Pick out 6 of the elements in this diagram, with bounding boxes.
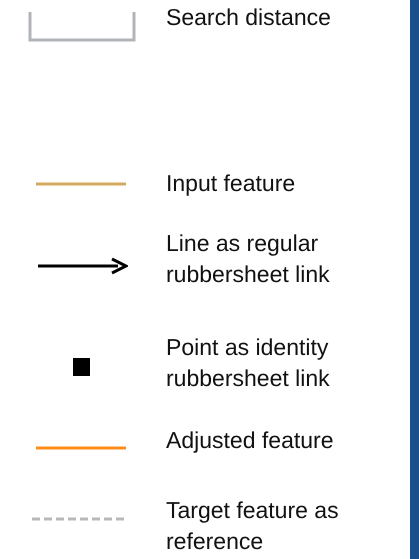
legend-label: Adjusted feature: [166, 426, 335, 455]
legend-label: Point as identity rubbersheet link: [166, 333, 331, 393]
legend-label: Target feature as reference: [166, 496, 340, 556]
legend-label: Input feature: [166, 169, 296, 198]
legend-label: Search distance: [166, 3, 332, 32]
legend-label: Line as regular rubbersheet link: [166, 229, 331, 289]
